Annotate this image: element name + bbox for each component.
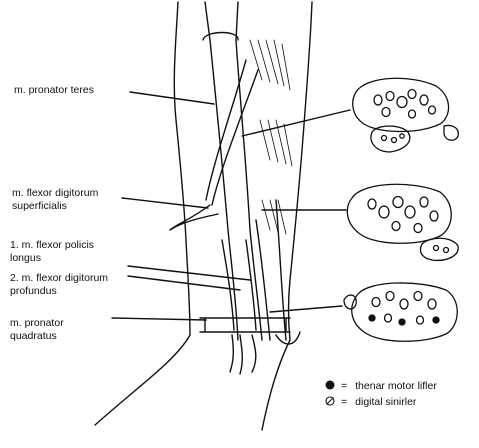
- humerus: [203, 2, 238, 40]
- label-fds-line-1: m. flexor digitorum: [12, 187, 98, 200]
- label-pq-line-2: quadratus: [10, 330, 64, 343]
- shading-hatch: [250, 40, 292, 234]
- leader-pronator-teres: [130, 92, 214, 104]
- muscle-bundle-1: [210, 40, 238, 340]
- fds-muscle: [170, 205, 218, 230]
- leader-fds: [122, 198, 208, 208]
- legend-motor-row: = thenar motor lifler: [325, 380, 437, 392]
- leader-section-top: [242, 110, 350, 136]
- label-fdp-line-2: profundus: [10, 285, 108, 298]
- label-fpl-line-1: 1. m. flexor policis: [10, 239, 94, 252]
- filled-circle-icon: [325, 380, 335, 390]
- forearm-outline-left: [95, 2, 190, 425]
- leader-fdp: [128, 276, 240, 290]
- legend-motor-equals: =: [341, 380, 347, 392]
- muscle-bundle-2: [236, 40, 262, 340]
- legend-digital-row: = digital sinirler: [325, 396, 416, 408]
- label-pronator-teres-text: m. pronator teres: [14, 84, 94, 97]
- legend-digital-equals: =: [341, 396, 347, 408]
- cross-section-middle: [347, 184, 458, 260]
- label-flexor-digitorum-superficialis: m. flexor digitorum superficialis: [12, 187, 98, 212]
- leader-section-bottom: [270, 306, 342, 312]
- label-flexor-policis-longus: 1. m. flexor policis longus: [10, 239, 94, 264]
- forearm-outline-right: [262, 2, 312, 430]
- pronator-quadratus: [200, 318, 290, 332]
- legend-motor-text: thenar motor lifler: [355, 380, 437, 392]
- label-fdp-line-1: 2. m. flexor digitorum: [10, 272, 108, 285]
- label-flexor-digitorum-profundus: 2. m. flexor digitorum profundus: [10, 272, 108, 297]
- fpl-muscle: [222, 240, 256, 330]
- label-fds-line-2: superficialis: [12, 200, 98, 213]
- legend-digital-text: digital sinirler: [355, 396, 416, 408]
- label-fpl-line-2: longus: [10, 252, 94, 265]
- slashed-circle-icon: [325, 396, 335, 406]
- cross-section-bottom: [344, 283, 457, 341]
- label-pq-line-1: m. pronator: [10, 317, 64, 330]
- leader-pq: [112, 318, 206, 320]
- label-pronator-quadratus: m. pronator quadratus: [10, 317, 64, 342]
- cross-section-top: [353, 78, 459, 152]
- label-pronator-teres: m. pronator teres: [14, 84, 94, 97]
